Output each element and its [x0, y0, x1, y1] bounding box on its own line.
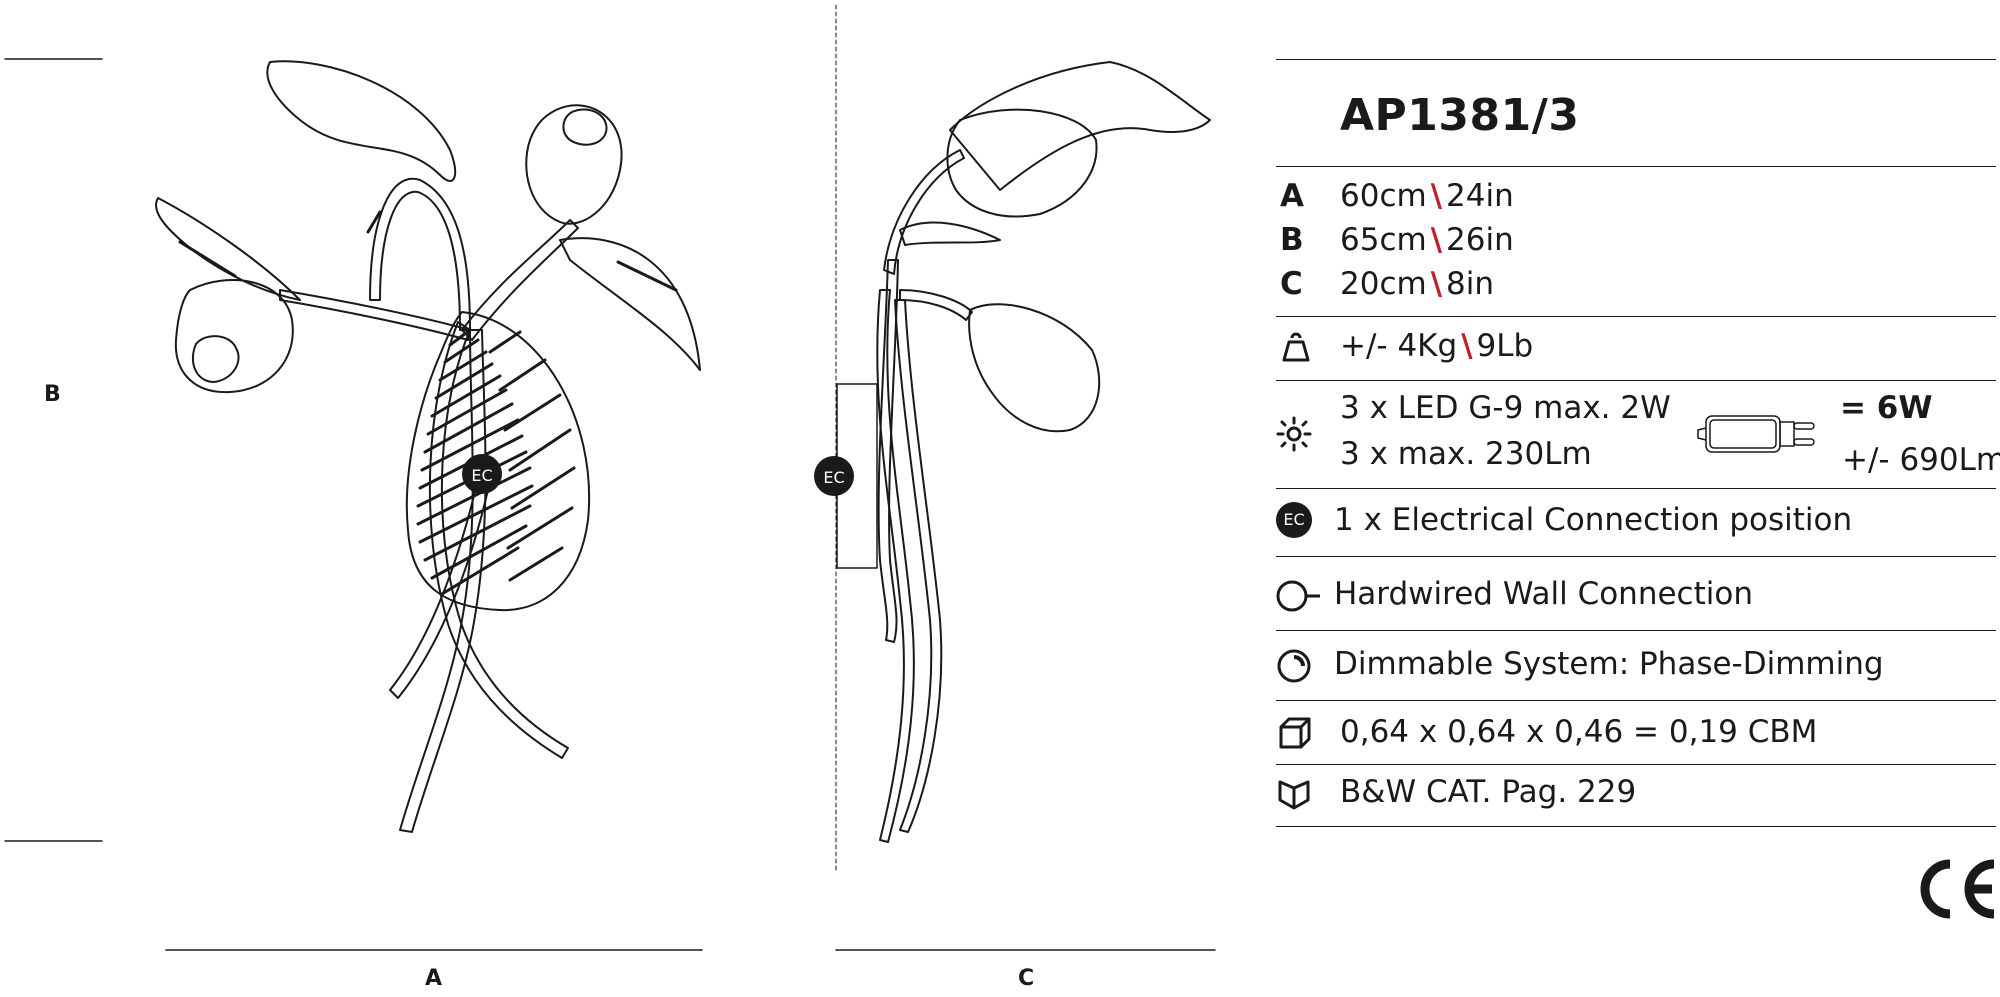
front-view-drawing	[155, 60, 701, 833]
front-stem-upper	[369, 177, 471, 331]
lamp-row: 3 x LED G-9 max. 2W 3 x max. 230Lm = 6W …	[1276, 388, 2000, 486]
separator: \	[1461, 328, 1473, 364]
separator: \	[1430, 266, 1443, 302]
side-ec-marker: EC	[814, 456, 854, 496]
front-stem-2	[428, 321, 569, 759]
weight-icon	[1282, 332, 1310, 362]
volume-text: 0,64 x 0,64 x 0,46 = 0,19 CBM	[1340, 714, 1818, 750]
dimension-letter: B	[1280, 222, 1304, 258]
side-leaf-top	[949, 61, 1211, 191]
side-stem-1	[876, 289, 915, 843]
electrical-connection-text: 1 x Electrical Connection position	[1334, 502, 1853, 538]
side-arm-lower	[899, 289, 973, 321]
wall-connection-text: Hardwired Wall Connection	[1334, 576, 1753, 612]
side-shade-upper	[946, 108, 1098, 218]
electrical-connection-row: EC 1 x Electrical Connection position	[1276, 500, 1996, 544]
metric-value: 20cm	[1340, 266, 1427, 302]
weight-row: +/- 4Kg\9Lb	[1276, 328, 1996, 370]
front-stem-1	[399, 329, 487, 833]
front-branch-left	[279, 289, 471, 341]
dimension-row-c: C 20cm\8in	[1276, 266, 1996, 306]
product-code: AP1381/3	[1340, 90, 1580, 141]
front-bud-right-opening	[562, 108, 608, 146]
catalog-icon	[1278, 780, 1310, 810]
weight-value: +/- 4Kg\9Lb	[1340, 328, 1533, 364]
separator: \	[1430, 222, 1443, 258]
front-bud-right	[525, 104, 623, 225]
ec-icon: EC	[1276, 502, 1312, 538]
ce-mark-icon	[1920, 859, 1995, 919]
side-ec-text: EC	[823, 468, 844, 487]
dimension-value: 65cm\26in	[1340, 222, 1514, 258]
divider-volume	[1276, 764, 1996, 765]
catalog-text: B&W CAT. Pag. 229	[1340, 774, 1637, 810]
dimension-row-a: A 60cm\24in	[1276, 178, 1996, 218]
front-ec-marker: EC	[462, 454, 502, 494]
imperial-value: 24in	[1446, 178, 1514, 214]
front-leaf-top	[266, 60, 457, 182]
dimension-row-b: B 65cm\26in	[1276, 222, 1996, 262]
g9-bulb-icon	[1697, 415, 1815, 453]
wall-connection-icon	[1276, 580, 1320, 612]
dimension-value: 20cm\8in	[1340, 266, 1494, 302]
divider-top	[1276, 59, 1996, 60]
metric-value: +/- 4Kg	[1340, 328, 1458, 364]
side-arm-upper	[883, 149, 965, 275]
metric-value: 65cm	[1340, 222, 1427, 258]
dimming-icon	[1277, 649, 1311, 683]
dimension-letter: A	[1280, 178, 1304, 214]
dimension-label-c: C	[1018, 966, 1035, 991]
divider-dimmable	[1276, 700, 1996, 701]
front-large-leaf	[405, 311, 591, 612]
lamp-total-lumen: +/- 690Lm	[1842, 442, 2000, 478]
metric-value: 60cm	[1340, 178, 1427, 214]
side-stem-2	[894, 299, 943, 833]
box-icon	[1279, 717, 1311, 749]
dimension-letter: C	[1280, 266, 1303, 302]
divider-weight	[1276, 380, 1996, 381]
separator: \	[1430, 178, 1443, 214]
front-leaf-left	[155, 197, 301, 301]
imperial-value: 26in	[1446, 222, 1514, 258]
lamp-line-1: 3 x LED G-9 max. 2W	[1340, 390, 1671, 426]
dimmable-row: Dimmable System: Phase-Dimming	[1276, 644, 1996, 688]
side-stem-3	[877, 259, 899, 643]
front-bud-left	[174, 279, 294, 394]
dimension-label-a: A	[425, 966, 443, 991]
lamp-total-power: = 6W	[1840, 390, 1933, 426]
wall-connection-row: Hardwired Wall Connection	[1276, 574, 1996, 618]
dimension-label-b: B	[44, 382, 61, 407]
front-ec-text: EC	[471, 466, 492, 485]
divider-dimensions	[1276, 316, 1996, 317]
side-arm-mid	[899, 221, 1001, 246]
catalog-row: B&W CAT. Pag. 229	[1276, 772, 1996, 816]
dimmable-text: Dimmable System: Phase-Dimming	[1334, 646, 1884, 682]
volume-row: 0,64 x 0,64 x 0,46 = 0,19 CBM	[1276, 712, 1996, 756]
dimension-value: 60cm\24in	[1340, 178, 1514, 214]
front-stem-right	[461, 219, 579, 341]
light-icon	[1276, 416, 1312, 452]
front-bud-left-opening	[191, 335, 240, 383]
imperial-value: 9Lb	[1476, 328, 1534, 364]
divider-bottom	[1276, 826, 1996, 827]
imperial-value: 8in	[1446, 266, 1495, 302]
side-shade-lower	[968, 303, 1101, 433]
divider-ec	[1276, 556, 1996, 557]
front-leaf-right	[559, 237, 701, 371]
divider-lamps	[1276, 488, 1996, 489]
divider-code	[1276, 166, 1996, 167]
front-stem-3	[389, 469, 493, 699]
divider-wall	[1276, 630, 1996, 631]
lamp-line-2: 3 x max. 230Lm	[1340, 436, 1592, 472]
side-view-drawing	[836, 61, 1211, 843]
